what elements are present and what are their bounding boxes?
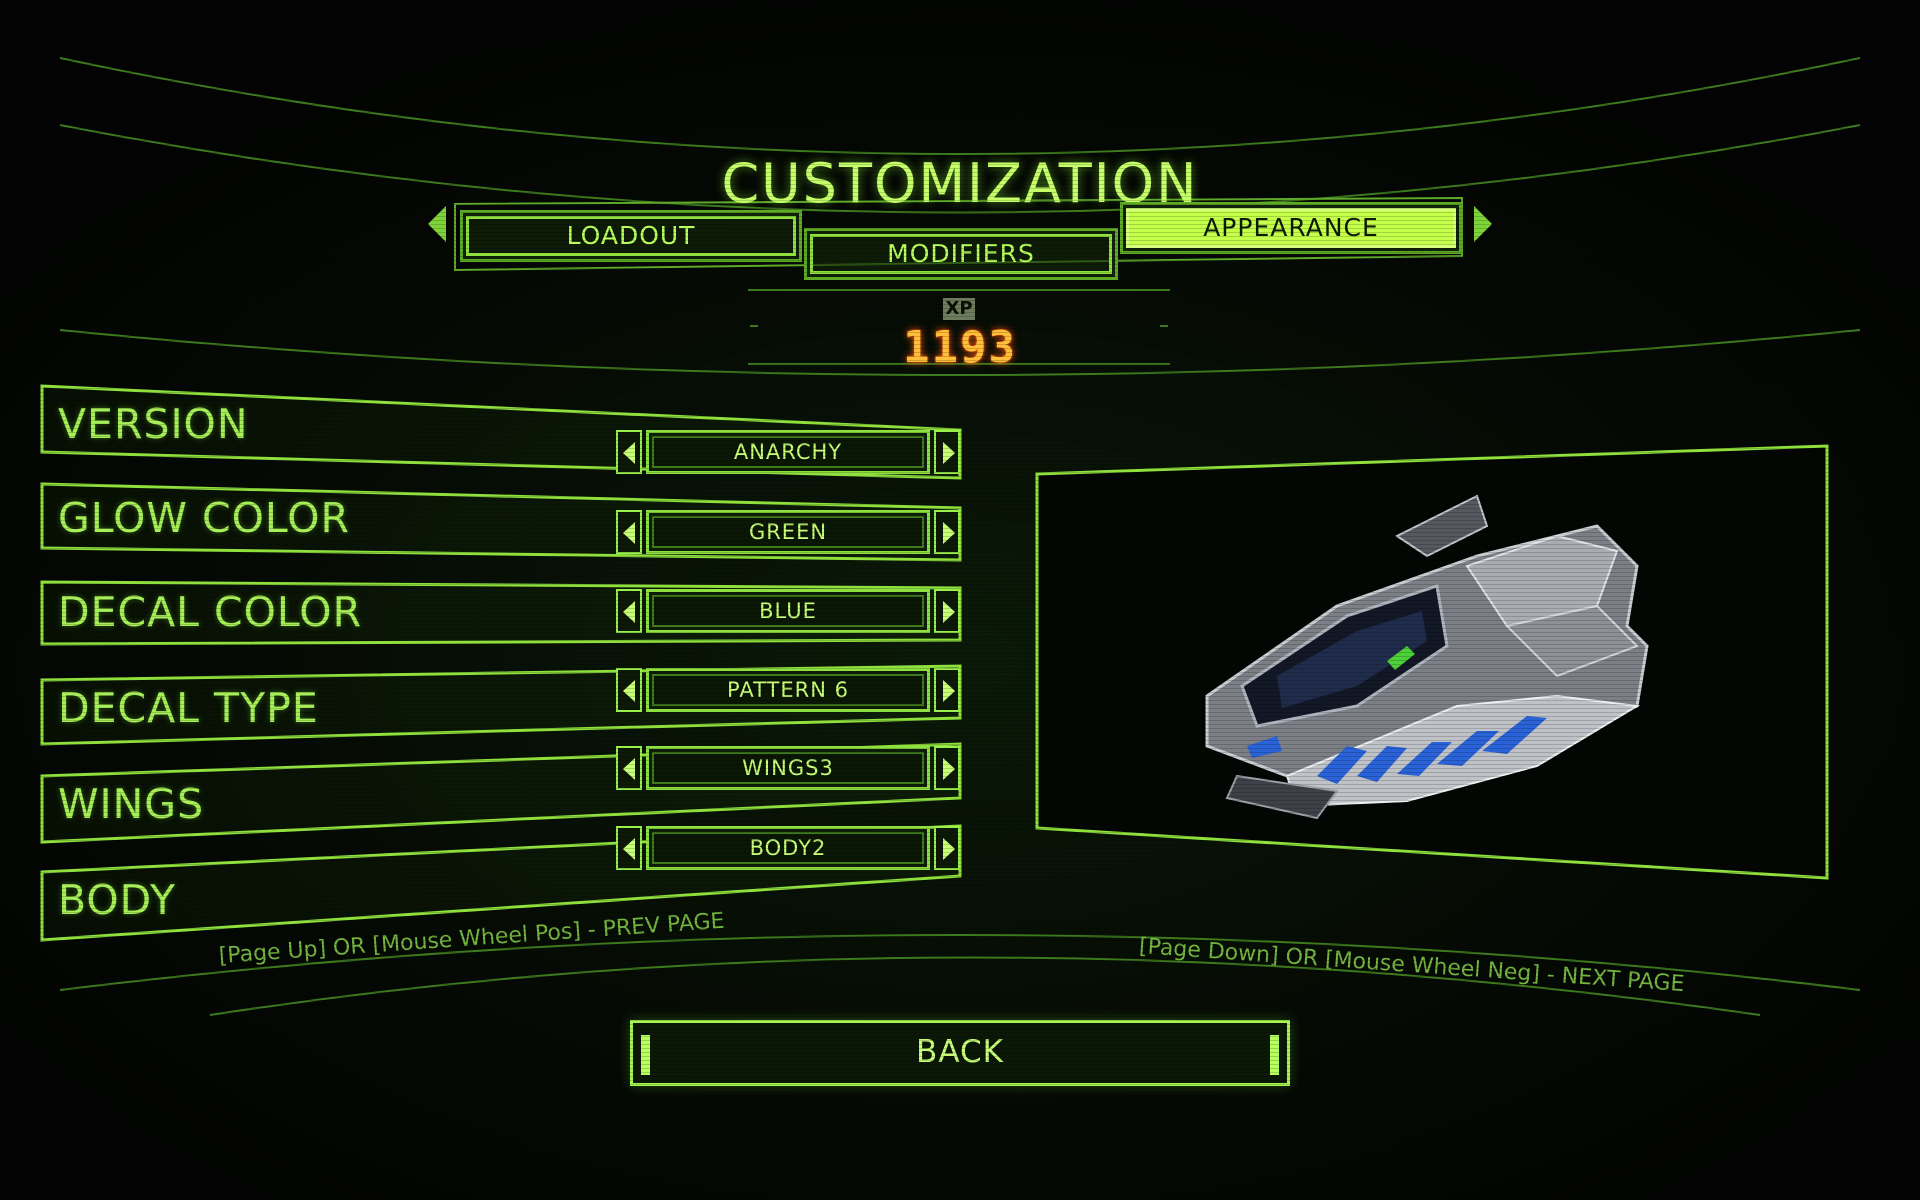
arrow-right-icon bbox=[943, 758, 955, 780]
arrow-right-icon bbox=[943, 442, 955, 464]
xp-value: 1193 bbox=[903, 322, 1017, 373]
wings-prev-button[interactable] bbox=[616, 746, 642, 790]
body-next-button[interactable] bbox=[934, 826, 960, 870]
option-label-decal-color: DECAL COLOR bbox=[58, 588, 363, 636]
arrow-left-icon bbox=[623, 442, 635, 464]
arrow-left-icon bbox=[623, 680, 635, 702]
tab-next-arrow-icon[interactable] bbox=[1474, 206, 1492, 242]
selector-glow-color: GREEN bbox=[616, 510, 960, 554]
tab-prev-arrow-icon[interactable] bbox=[428, 206, 446, 242]
page-title: CUSTOMIZATION bbox=[721, 152, 1199, 215]
glow-color-value: GREEN bbox=[646, 510, 930, 554]
body-prev-button[interactable] bbox=[616, 826, 642, 870]
selector-decal-type: PATTERN 6 bbox=[616, 668, 960, 712]
arrow-right-icon bbox=[943, 601, 955, 623]
back-right-cap bbox=[1270, 1035, 1279, 1075]
back-left-cap bbox=[641, 1035, 650, 1075]
option-label-body: BODY bbox=[58, 876, 177, 924]
tab-modifiers[interactable]: MODIFIERS bbox=[810, 234, 1112, 274]
wings-next-button[interactable] bbox=[934, 746, 960, 790]
back-button-label: BACK bbox=[916, 1034, 1004, 1070]
selector-body: BODY2 bbox=[616, 826, 960, 870]
option-label-decal-type: DECAL TYPE bbox=[58, 684, 319, 732]
selector-version: ANARCHY bbox=[616, 430, 960, 474]
version-prev-button[interactable] bbox=[616, 430, 642, 474]
arrow-right-icon bbox=[943, 522, 955, 544]
decal-type-prev-button[interactable] bbox=[616, 668, 642, 712]
back-button[interactable]: BACK bbox=[630, 1020, 1290, 1086]
decal-color-prev-button[interactable] bbox=[616, 589, 642, 633]
arrow-right-icon bbox=[943, 680, 955, 702]
decal-type-next-button[interactable] bbox=[934, 668, 960, 712]
arrow-left-icon bbox=[623, 601, 635, 623]
option-label-wings: WINGS bbox=[58, 780, 205, 828]
decal-color-value: BLUE bbox=[646, 589, 930, 633]
body-value: BODY2 bbox=[646, 826, 930, 870]
glow-color-prev-button[interactable] bbox=[616, 510, 642, 554]
version-value: ANARCHY bbox=[646, 430, 930, 474]
tab-loadout[interactable]: LOADOUT bbox=[466, 216, 796, 256]
arrow-left-icon bbox=[623, 522, 635, 544]
option-label-glow-color: GLOW COLOR bbox=[58, 494, 351, 542]
tab-appearance[interactable]: APPEARANCE bbox=[1126, 208, 1456, 248]
glow-color-next-button[interactable] bbox=[934, 510, 960, 554]
selector-wings: WINGS3 bbox=[616, 746, 960, 790]
arrow-left-icon bbox=[623, 838, 635, 860]
xp-label: XP bbox=[943, 298, 975, 320]
arrow-right-icon bbox=[943, 838, 955, 860]
ship-preview bbox=[1205, 494, 1649, 820]
option-label-version: VERSION bbox=[58, 400, 249, 448]
arrow-left-icon bbox=[623, 758, 635, 780]
decal-color-next-button[interactable] bbox=[934, 589, 960, 633]
wings-value: WINGS3 bbox=[646, 746, 930, 790]
selector-decal-color: BLUE bbox=[616, 589, 960, 633]
tab-container-frame bbox=[454, 196, 1463, 272]
decal-type-value: PATTERN 6 bbox=[646, 668, 930, 712]
version-next-button[interactable] bbox=[934, 430, 960, 474]
